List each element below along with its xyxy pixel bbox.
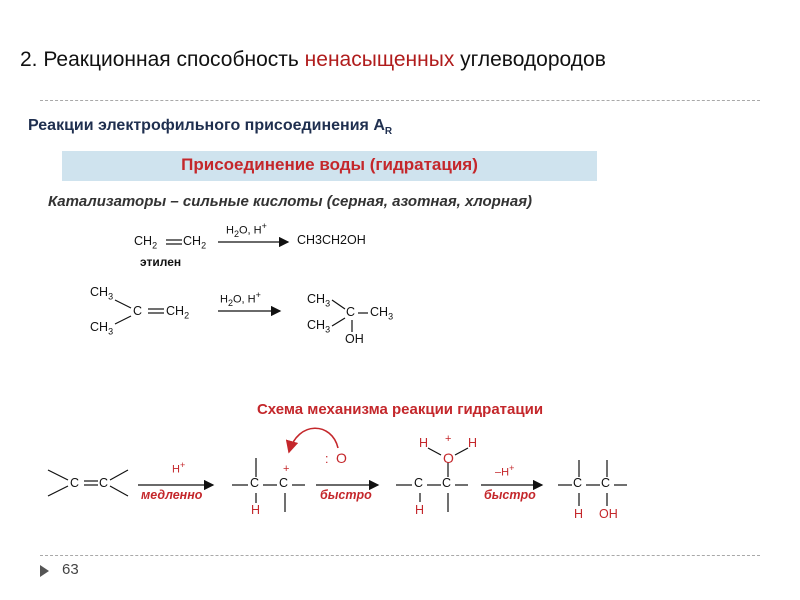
reagent-label-1: H2O, H+ [226, 221, 267, 239]
mech-fast-label-2: быстро [484, 488, 536, 502]
mech-c1: C [70, 476, 80, 490]
r2-product-ch3-right: CH3 [370, 305, 394, 322]
r2-product-ch3-top: CH3 [307, 292, 331, 309]
page-number: 63 [62, 561, 79, 578]
mech-alcohol-oh: OH [599, 507, 618, 521]
mech-oxonium-h-left: H [419, 436, 429, 450]
bottom-divider [40, 555, 760, 556]
band-label: Присоединение воды (гидратация) [181, 155, 478, 174]
subtitle-subscript: R [384, 126, 393, 138]
r2-ch2: CH2 [166, 304, 190, 321]
mech-slow-label: медленно [141, 488, 203, 502]
ethanol-product: CH3CH2OH [297, 233, 366, 247]
mech-fast-label-1: быстро [320, 488, 372, 502]
mech-oxonium-c2: C [442, 476, 452, 490]
r2-product-oh: OH [345, 332, 364, 346]
r2-product-c: C [346, 305, 356, 319]
mech-cation-charge: + [283, 463, 290, 475]
mech-oxonium-o: O [443, 450, 454, 466]
reagent-label-2: H2O, H+ [220, 290, 261, 308]
r2-c: C [133, 304, 143, 318]
r2-ch3-bottom: CH3 [90, 320, 114, 337]
mech-minus-hplus: –H+ [495, 463, 515, 479]
mech-alcohol-c2: C [601, 476, 611, 490]
mech-c2: C [99, 476, 109, 490]
mech-cation-c1: C [250, 476, 260, 490]
slide-title: 2. Реакционная способность ненасыщенных … [20, 48, 780, 72]
mech-water-colon: : [325, 452, 329, 466]
mech-alcohol-h: H [574, 507, 584, 521]
title-suffix: углеводородов [454, 48, 606, 71]
mech-cation-h: H [251, 503, 261, 517]
section-band: Присоединение воды (гидратация) [62, 151, 597, 181]
mech-oxonium-h-bottom: H [415, 503, 425, 517]
ethylene-ch2-left: CH2 [134, 234, 158, 251]
subtitle-text: Реакции электрофильного присоединения A [28, 117, 385, 134]
mech-oxonium-h-right: H [468, 436, 478, 450]
mech-oxonium-c1: C [414, 476, 424, 490]
title-highlight: ненасыщенных [304, 48, 455, 71]
mech-cation-c2: C [279, 476, 289, 490]
ethylene-ch2-right: CH2 [183, 234, 207, 251]
title-prefix: 2. Реакционная способность [20, 48, 305, 71]
mech-oxonium-charge: + [445, 433, 452, 445]
play-icon[interactable] [40, 565, 49, 577]
catalysts-line: Катализаторы – сильные кислоты (серная, … [48, 193, 533, 210]
mech-water-o: O [336, 450, 347, 466]
section-subtitle: Реакции электрофильного присоединения AR [28, 117, 392, 137]
mechanism-title: Схема механизма реакции гидратации [256, 401, 544, 418]
top-divider [40, 100, 760, 101]
r2-product-ch3-bottom: CH3 [307, 318, 331, 335]
mech-hplus: H+ [172, 460, 186, 476]
ethylene-name: этилен [140, 255, 182, 269]
r2-ch3-top: CH3 [90, 285, 114, 302]
mech-alcohol-c1: C [573, 476, 583, 490]
